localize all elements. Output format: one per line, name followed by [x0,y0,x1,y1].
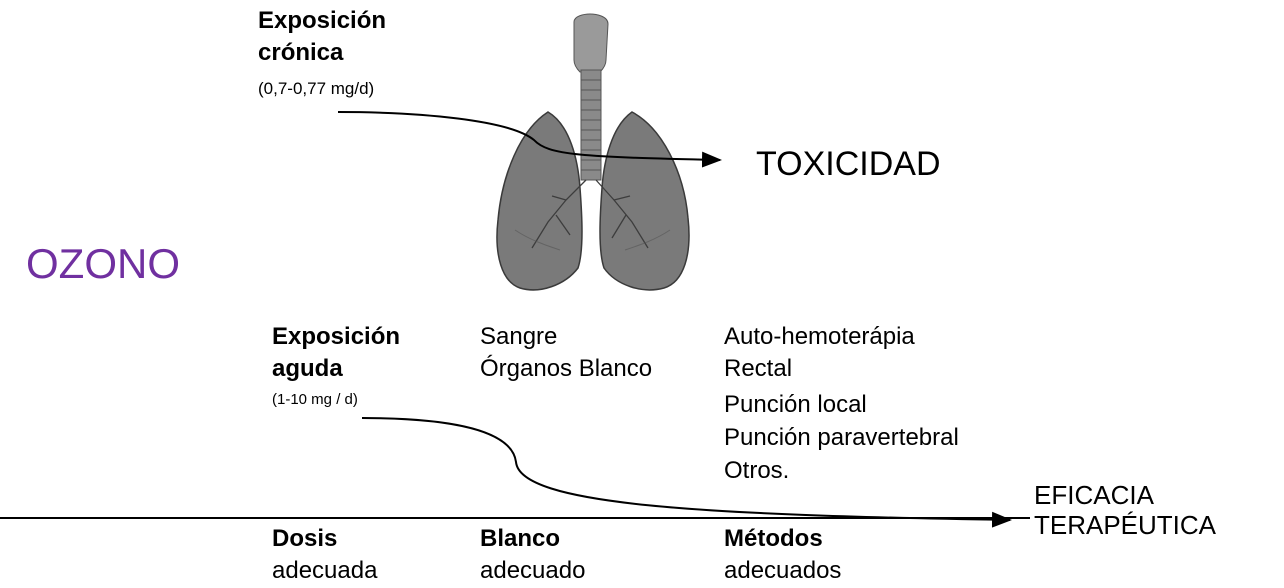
footer-dose-label: Dosis [272,525,338,552]
footer-methods-label: Métodos [724,525,823,552]
acute-label-line2: aguda [272,355,343,382]
footer-dose-text: adecuada [272,557,378,584]
method-item: Auto-hemoterápia [724,323,915,350]
chronic-label-line1: Exposición [258,7,387,34]
footer-target-text: adecuado [480,557,586,584]
eficacia-label-line1: EFICACIA [1034,480,1154,510]
ozono-title: OZONO [26,240,180,287]
method-item: Punción local [724,391,867,418]
acute-dose: (1-10 mg / d) [272,391,358,408]
lungs-illustration [496,13,690,291]
chronic-label-line2: crónica [258,39,344,66]
method-item: Rectal [724,355,793,382]
target-item-blood: Sangre [480,323,558,350]
footer-methods-text: adecuados [724,557,842,584]
target-item-organs: Órganos Blanco [480,355,653,382]
acute-arrow [361,417,1012,528]
acute-label-line1: Exposición [272,323,401,350]
toxicidad-label: TOXICIDAD [756,145,941,183]
chronic-dose: (0,7-0,77 mg/d) [258,79,375,98]
footer-target-label: Blanco [480,525,561,552]
method-item: Punción paravertebral [724,424,959,451]
eficacia-label-line2: TERAPÉUTICA [1034,510,1217,540]
chronic-arrow [337,111,722,168]
method-item: Otros. [724,457,790,484]
